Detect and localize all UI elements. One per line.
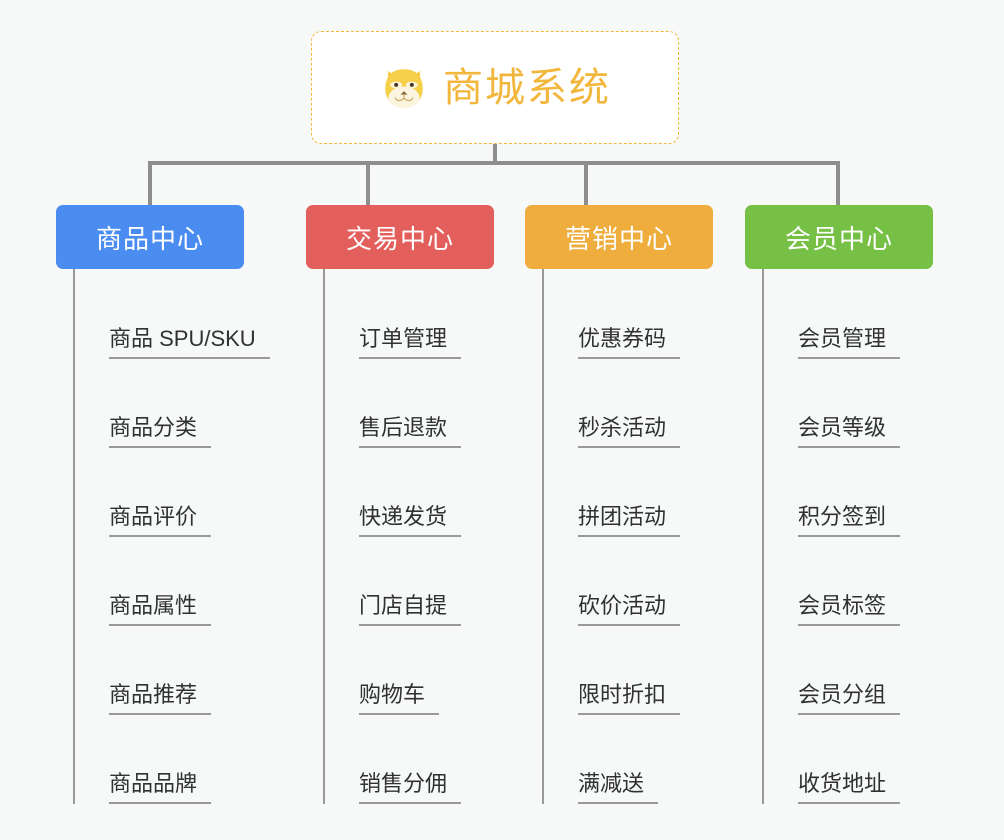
branch-item-label: 商品属性 <box>109 593 212 626</box>
branch-item-label: 拼团活动 <box>578 504 681 537</box>
connector-root-stem <box>493 144 497 164</box>
branch-item-list-4: 会员管理 会员等级 积分签到 会员标签 会员分组 收货地址 <box>762 269 933 804</box>
branch-item-label: 购物车 <box>359 682 440 715</box>
branch-item[interactable]: 拼团活动 <box>544 448 713 537</box>
branch-item[interactable]: 砍价活动 <box>544 537 713 626</box>
branch-item[interactable]: 满减送 <box>544 715 713 804</box>
branch-item-label: 销售分佣 <box>359 771 462 804</box>
connector-drop-4 <box>836 161 840 205</box>
branch-item-label: 快递发货 <box>359 504 462 537</box>
branch-item-label: 砍价活动 <box>578 593 681 626</box>
branch-item-label: 会员等级 <box>798 415 901 448</box>
branch-item[interactable]: 销售分佣 <box>325 715 494 804</box>
branch-item-label: 门店自提 <box>359 593 462 626</box>
connector-horizontal-bus <box>148 161 840 165</box>
branch-header-label-2: 交易中心 <box>345 223 454 254</box>
branch-item[interactable]: 订单管理 <box>325 270 494 359</box>
branch-item[interactable]: 商品分类 <box>75 359 244 448</box>
branch-item[interactable]: 积分签到 <box>764 448 933 537</box>
branch-item-label: 会员分组 <box>798 682 901 715</box>
branch-item-list-3: 优惠券码 秒杀活动 拼团活动 砍价活动 限时折扣 满减送 <box>542 269 713 804</box>
branch-item[interactable]: 限时折扣 <box>544 626 713 715</box>
branch-item-label: 秒杀活动 <box>578 415 681 448</box>
branch-item-label: 优惠券码 <box>578 326 681 359</box>
branch-item-label: 会员管理 <box>798 326 901 359</box>
branch-item[interactable]: 会员等级 <box>764 359 933 448</box>
connector-drop-2 <box>366 161 370 205</box>
branch-item-label: 商品评价 <box>109 504 212 537</box>
branch-header-label-4: 会员中心 <box>784 223 893 254</box>
branch-item[interactable]: 秒杀活动 <box>544 359 713 448</box>
branch-item-label: 订单管理 <box>359 326 462 359</box>
branch-item[interactable]: 商品推荐 <box>75 626 244 715</box>
branch-column-2: 交易中心 订单管理 售后退款 快递发货 门店自提 购物车 销售分佣 <box>306 205 494 804</box>
branch-item-label: 商品分类 <box>109 415 212 448</box>
branch-item-label: 商品 SPU/SKU <box>109 326 270 359</box>
branch-item[interactable]: 快递发货 <box>325 448 494 537</box>
branch-item-label: 满减送 <box>578 771 659 804</box>
branch-item[interactable]: 商品 SPU/SKU <box>75 270 270 359</box>
branch-item[interactable]: 优惠券码 <box>544 270 713 359</box>
branch-header-4[interactable]: 会员中心 <box>745 205 933 269</box>
shiba-dog-face-icon <box>379 63 429 113</box>
branch-item[interactable]: 商品评价 <box>75 448 244 537</box>
branch-header-3[interactable]: 营销中心 <box>525 205 713 269</box>
branch-header-label-3: 营销中心 <box>564 223 673 254</box>
branch-item[interactable]: 会员标签 <box>764 537 933 626</box>
branch-header-1[interactable]: 商品中心 <box>56 205 244 269</box>
branch-item-label: 收货地址 <box>798 771 901 804</box>
branch-column-3: 营销中心 优惠券码 秒杀活动 拼团活动 砍价活动 限时折扣 满减送 <box>525 205 713 804</box>
branch-item-label: 积分签到 <box>798 504 901 537</box>
branch-item[interactable]: 会员分组 <box>764 626 933 715</box>
branch-item-label: 商品推荐 <box>109 682 212 715</box>
branch-item[interactable]: 会员管理 <box>764 270 933 359</box>
branch-item[interactable]: 商品品牌 <box>75 715 244 804</box>
root-node-label: 商城系统 <box>443 65 611 110</box>
branch-item-label: 商品品牌 <box>109 771 212 804</box>
branch-item[interactable]: 购物车 <box>325 626 494 715</box>
branch-header-label-1: 商品中心 <box>95 223 204 254</box>
branch-header-2[interactable]: 交易中心 <box>306 205 494 269</box>
branch-item-list-1: 商品 SPU/SKU 商品分类 商品评价 商品属性 商品推荐 商品品牌 <box>73 269 270 804</box>
branch-item-label: 售后退款 <box>359 415 462 448</box>
root-node-mall-system[interactable]: 商城系统 <box>311 31 679 144</box>
branch-item[interactable]: 收货地址 <box>764 715 933 804</box>
connector-drop-3 <box>584 161 588 205</box>
branch-item[interactable]: 商品属性 <box>75 537 244 626</box>
branch-item-list-2: 订单管理 售后退款 快递发货 门店自提 购物车 销售分佣 <box>323 269 494 804</box>
branch-column-4: 会员中心 会员管理 会员等级 积分签到 会员标签 会员分组 收货地址 <box>745 205 933 804</box>
connector-drop-1 <box>148 161 152 205</box>
branch-column-1: 商品中心 商品 SPU/SKU 商品分类 商品评价 商品属性 商品推荐 商品品牌 <box>56 205 270 804</box>
branch-item-label: 限时折扣 <box>578 682 681 715</box>
branch-item[interactable]: 售后退款 <box>325 359 494 448</box>
branch-item[interactable]: 门店自提 <box>325 537 494 626</box>
branch-item-label: 会员标签 <box>798 593 901 626</box>
